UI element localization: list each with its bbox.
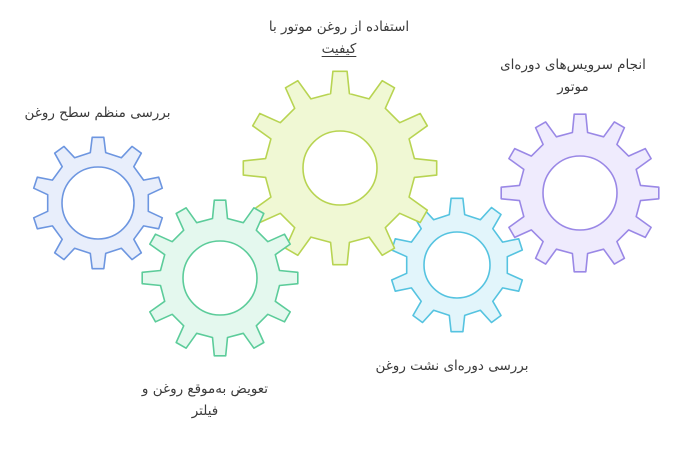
gear-periodic-service bbox=[500, 113, 660, 273]
gear-oil-filter-change bbox=[141, 199, 299, 357]
gear-hole bbox=[61, 166, 135, 240]
gear-hole bbox=[302, 130, 378, 206]
label-oil-filter-change: تعویض به‌موقع روغن و فیلتر bbox=[141, 381, 269, 419]
gear-hole bbox=[423, 231, 491, 299]
gear-hole bbox=[542, 155, 618, 231]
gear-oil-level-check bbox=[32, 136, 164, 270]
label-periodic-service: انجام سرویس‌های دوره‌ای موتور bbox=[500, 57, 646, 95]
gear-quality-oil bbox=[242, 70, 438, 266]
label-leak-check: بررسی دوره‌ای نشت روغن bbox=[375, 358, 529, 374]
label-oil-level-check: بررسی منظم سطح روغن bbox=[24, 105, 171, 121]
label-quality-oil: استفاده از روغن موتور با کیفیت bbox=[268, 19, 410, 57]
gear-hole bbox=[182, 240, 258, 316]
